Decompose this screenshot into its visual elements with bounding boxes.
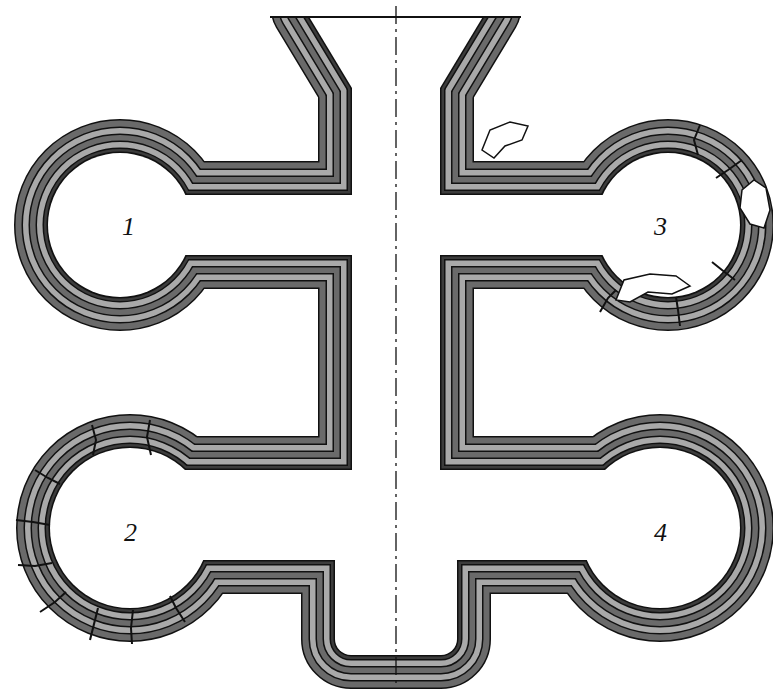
callout-number: 1 (122, 214, 135, 240)
callout-number: 2 (124, 520, 137, 546)
callout-number: 4 (654, 520, 667, 546)
axis-line (395, 6, 396, 689)
callout-number: 3 (654, 214, 667, 240)
shell-spalls (482, 122, 770, 302)
shell-cracks (16, 125, 742, 644)
